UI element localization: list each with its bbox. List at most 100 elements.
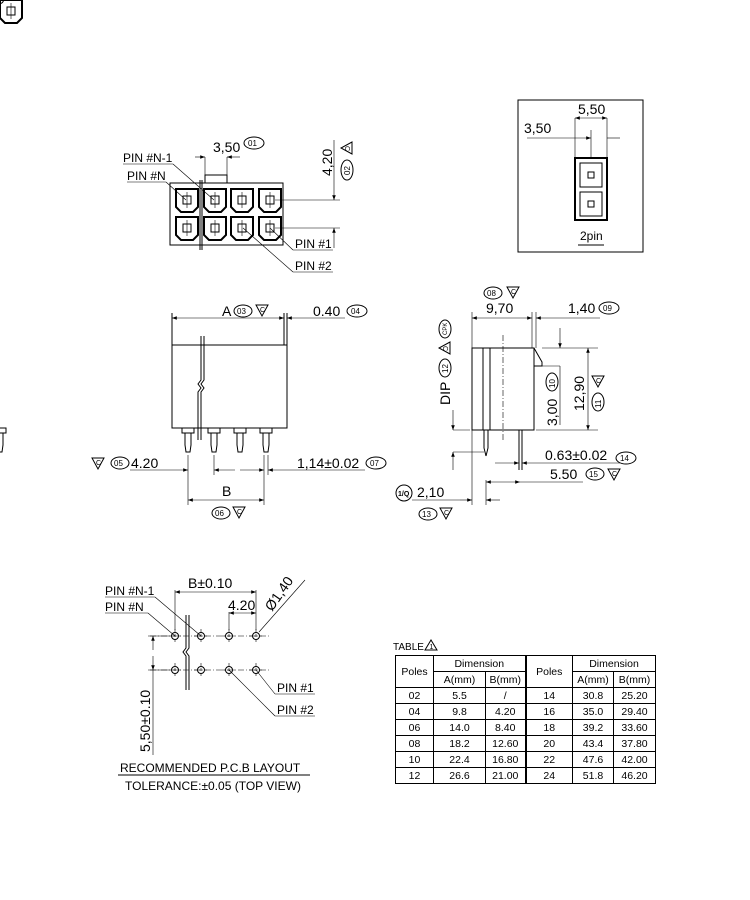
dip-label: DIP <box>437 382 453 405</box>
gap-dim: 0.40 <box>313 303 340 319</box>
header-b-2: B(mm) <box>613 671 656 688</box>
header-b: B(mm) <box>485 671 526 688</box>
top-view: 3,50 01 4,20 02 PIN #N-1 PIN #N PIN #1 P… <box>0 0 354 273</box>
pcb-label-pin-n: PIN #N <box>105 600 144 614</box>
cell-b2: 25.20 <box>613 687 656 704</box>
pcb-label-pin-2: PIN #2 <box>277 703 314 717</box>
pin-offset-dim: 5.50 <box>550 466 577 482</box>
quality-mark-icon: 1/Q <box>395 484 413 502</box>
ref-10: 10 <box>548 379 557 388</box>
cell-a2: 43.4 <box>572 735 614 752</box>
ref-15: 15 <box>589 470 598 479</box>
header-poles: Poles <box>395 655 434 688</box>
cell-poles2: 14 <box>524 687 573 704</box>
ref-13: 13 <box>422 510 431 519</box>
cell-poles: 02 <box>395 687 434 704</box>
cpk-label: CPK <box>443 323 449 335</box>
pcb-b-dim: B±0.10 <box>188 575 232 591</box>
dim-a-label: A <box>222 303 232 319</box>
inset-2pin: 5,50 3,50 2pin <box>517 99 644 253</box>
table-note-number: 1 <box>429 644 433 651</box>
cell-b: / <box>485 687 526 704</box>
height-dim: 12,90 <box>571 376 587 411</box>
pitch-dim-front: 4.20 <box>131 455 158 471</box>
cell-poles2: 20 <box>524 735 573 752</box>
ref-05: 05 <box>114 459 123 468</box>
label-pin-1: PIN #1 <box>295 237 332 251</box>
table-label-text: TABLE <box>393 642 424 653</box>
ref-01: 01 <box>248 139 257 148</box>
table-label: TABLE 1 <box>393 639 438 653</box>
depth-dim: 9,70 <box>486 300 513 316</box>
dimension-table: Poles Dimension Poles Dimension A(mm) B(… <box>395 655 656 784</box>
cell-b: 16.80 <box>485 751 526 768</box>
cell-a2: 39.2 <box>572 719 614 736</box>
ref-11: 11 <box>594 399 603 408</box>
cell-b2: 33.60 <box>613 719 656 736</box>
cell-poles2: 18 <box>524 719 573 736</box>
front-view: A 03 0.40 04 05 4.20 1,14±0.02 07 B 06 <box>0 303 387 520</box>
label-pin-n: PIN #N <box>127 169 166 183</box>
cell-poles: 10 <box>395 751 434 768</box>
pin-width-dim: 1,14±0.02 <box>297 455 359 471</box>
cell-poles: 12 <box>395 767 434 784</box>
pin-cavities <box>0 0 282 241</box>
standoff-dim: 2,10 <box>417 484 444 500</box>
cell-b2: 37.80 <box>613 735 656 752</box>
cell-b2: 42.00 <box>613 751 656 768</box>
cell-poles2: 24 <box>524 767 573 784</box>
cell-a2: 51.8 <box>572 767 614 784</box>
pcb-tolerance-note: TOLERANCE:±0.05 (TOP VIEW) <box>125 779 301 793</box>
ref-04: 04 <box>351 307 360 316</box>
ref-14: 14 <box>620 454 629 463</box>
label-pin-2: PIN #2 <box>295 259 332 273</box>
cell-a2: 30.8 <box>572 687 614 704</box>
pin-square-dim: 0.63±0.02 <box>545 447 607 463</box>
latch-dim: 1,40 <box>568 300 595 316</box>
cell-poles: 04 <box>395 703 434 720</box>
cell-b: 12.60 <box>485 735 526 752</box>
ref-06: 06 <box>215 509 224 518</box>
pcb-layout: B±0.10 4.20 Ø1,40 5,50±0.10 PIN #N-1 PIN… <box>0 0 315 793</box>
cell-b: 8.40 <box>485 719 526 736</box>
side-view: 08 9,70 1,40 09 3,00 10 12,90 11 DIP 12 … <box>395 286 637 521</box>
cell-b: 4.20 <box>485 703 526 720</box>
dim-b-label: B <box>222 483 231 499</box>
pcb-pitch-dim: 4.20 <box>228 597 255 613</box>
revision-triangle-icon: 1 <box>424 639 438 651</box>
pitch-dim: 3,50 <box>213 139 240 155</box>
label-pin-n-minus-1: PIN #N-1 <box>123 151 173 165</box>
ref-09: 09 <box>603 304 612 313</box>
inset-offset-dim: 3,50 <box>524 120 551 136</box>
inset-width-dim: 5,50 <box>578 101 605 117</box>
cell-poles2: 16 <box>524 703 573 720</box>
ref-08: 08 <box>487 289 496 298</box>
header-dimension-2: Dimension <box>572 655 656 672</box>
pcb-layout-title: RECOMMENDED P.C.B LAYOUT <box>120 761 301 775</box>
ref-12: 12 <box>441 364 450 373</box>
cell-a: 5.5 <box>433 687 486 704</box>
pins <box>0 427 273 453</box>
cell-b2: 29.40 <box>613 703 656 720</box>
ref-07: 07 <box>370 459 379 468</box>
cell-b: 21.00 <box>485 767 526 784</box>
q-mark-text: 1/Q <box>398 491 410 498</box>
cell-poles2: 22 <box>524 751 573 768</box>
latch-height-dim: 3,00 <box>544 399 560 426</box>
cell-a: 14.0 <box>433 719 486 736</box>
header-a: A(mm) <box>433 671 486 688</box>
cell-a: 18.2 <box>433 735 486 752</box>
cell-a2: 47.6 <box>572 751 614 768</box>
ref-03: 03 <box>237 307 246 316</box>
pcb-hole-dim: Ø1,40 <box>261 573 296 614</box>
cell-a: 26.6 <box>433 767 486 784</box>
pcb-label-pin-1: PIN #1 <box>277 681 314 695</box>
pcb-label-pin-n-minus-1: PIN #N-1 <box>105 584 155 598</box>
